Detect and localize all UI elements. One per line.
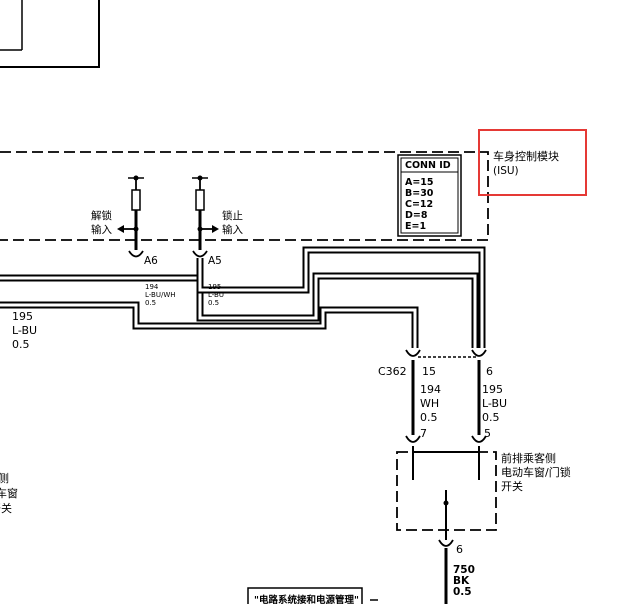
pin-ground-6: 6 bbox=[456, 543, 463, 556]
wire-194-upper-loop bbox=[136, 258, 410, 348]
reference-box bbox=[247, 587, 363, 604]
pin-c362-15: 15 bbox=[422, 365, 436, 378]
conn-id-row: B=30 bbox=[405, 188, 434, 199]
passenger-switch-name: 前排乘客侧 bbox=[501, 451, 556, 465]
conn-id-title: CONN ID bbox=[405, 160, 451, 171]
wire-195-small-gauge: 0.5 bbox=[208, 299, 219, 307]
wire-195-upper-loop bbox=[196, 246, 486, 348]
conn-id-row: C=12 bbox=[405, 199, 433, 210]
pin-a5: A5 bbox=[208, 255, 222, 267]
wire-194-circuit: 194 bbox=[420, 383, 441, 396]
pin-switch-5: 5 bbox=[484, 427, 491, 440]
conn-id-row: D=8 bbox=[405, 210, 428, 221]
wire-left-circuit: 195 bbox=[12, 310, 33, 323]
lock-input-label: 锁止 bbox=[222, 209, 243, 222]
connector-switch-5-icon bbox=[471, 435, 487, 443]
wire-194-small-color: L-BU/WH bbox=[145, 291, 176, 299]
wire-195-upper-loop-core bbox=[198, 248, 484, 348]
wire-750-circuit: 750 bbox=[453, 564, 475, 576]
pin-c362: C362 bbox=[378, 365, 407, 378]
wire-195-gauge: 0.5 bbox=[482, 411, 500, 424]
wire-750-color: BK bbox=[453, 575, 470, 587]
unlock-input-label: 输入 bbox=[91, 223, 112, 236]
wire-left-gauge: 0.5 bbox=[12, 338, 30, 351]
wire-194-gauge: 0.5 bbox=[420, 411, 438, 424]
pin-a6: A6 bbox=[144, 255, 158, 267]
left-switch-name: 侧 bbox=[0, 472, 9, 485]
module-name: 车身控制模块 bbox=[493, 149, 559, 163]
wire-195-small-color: L-BU bbox=[208, 291, 224, 299]
passenger-switch-name: 电动车窗/门锁 bbox=[501, 465, 571, 479]
wire-194-route-core bbox=[0, 303, 417, 348]
pin-switch-7: 7 bbox=[420, 427, 427, 440]
wire-750-gauge: 0.5 bbox=[453, 586, 472, 598]
connector-c362-6-icon bbox=[471, 349, 487, 357]
connector-switch-7-icon bbox=[405, 435, 421, 443]
lock-input-circuit bbox=[192, 175, 219, 250]
conn-id-row: E=1 bbox=[405, 221, 426, 232]
wire-195-circuit: 195 bbox=[482, 383, 503, 396]
wire-195-small-circuit: 195 bbox=[208, 283, 221, 291]
unlock-input-circuit bbox=[117, 175, 144, 250]
reference-label: "电路系统接和电源管理" bbox=[254, 594, 359, 604]
pin-c362-6: 6 bbox=[486, 365, 493, 378]
connector-ground-6-icon bbox=[438, 539, 454, 547]
passenger-switch-contacts bbox=[412, 446, 480, 540]
conn-id-row: A=15 bbox=[405, 177, 434, 188]
module-highlight-box bbox=[478, 129, 587, 196]
wire-194-small-gauge: 0.5 bbox=[145, 299, 156, 307]
wire-left-color: L-BU bbox=[12, 324, 37, 337]
wire-195-color: L-BU bbox=[482, 397, 507, 410]
module-abbrev: (ISU) bbox=[493, 165, 519, 177]
left-switch-name: 车窗 bbox=[0, 486, 18, 500]
wire-194-color: WH bbox=[420, 397, 439, 410]
connector-c362-15-icon bbox=[405, 349, 421, 357]
unlock-input-label: 解锁 bbox=[91, 209, 112, 222]
connector-a5-icon bbox=[192, 250, 208, 258]
upper-component-outline bbox=[0, 0, 100, 68]
passenger-switch-name: 开关 bbox=[501, 479, 523, 493]
left-switch-name: 开关 bbox=[0, 501, 12, 515]
lock-input-label: 输入 bbox=[222, 223, 243, 236]
wire-194-small-circuit: 194 bbox=[145, 283, 159, 291]
conn-id-box: CONN ID A=15 B=30 C=12 D=8 E=1 bbox=[397, 154, 462, 237]
connector-a6-icon bbox=[128, 250, 144, 258]
